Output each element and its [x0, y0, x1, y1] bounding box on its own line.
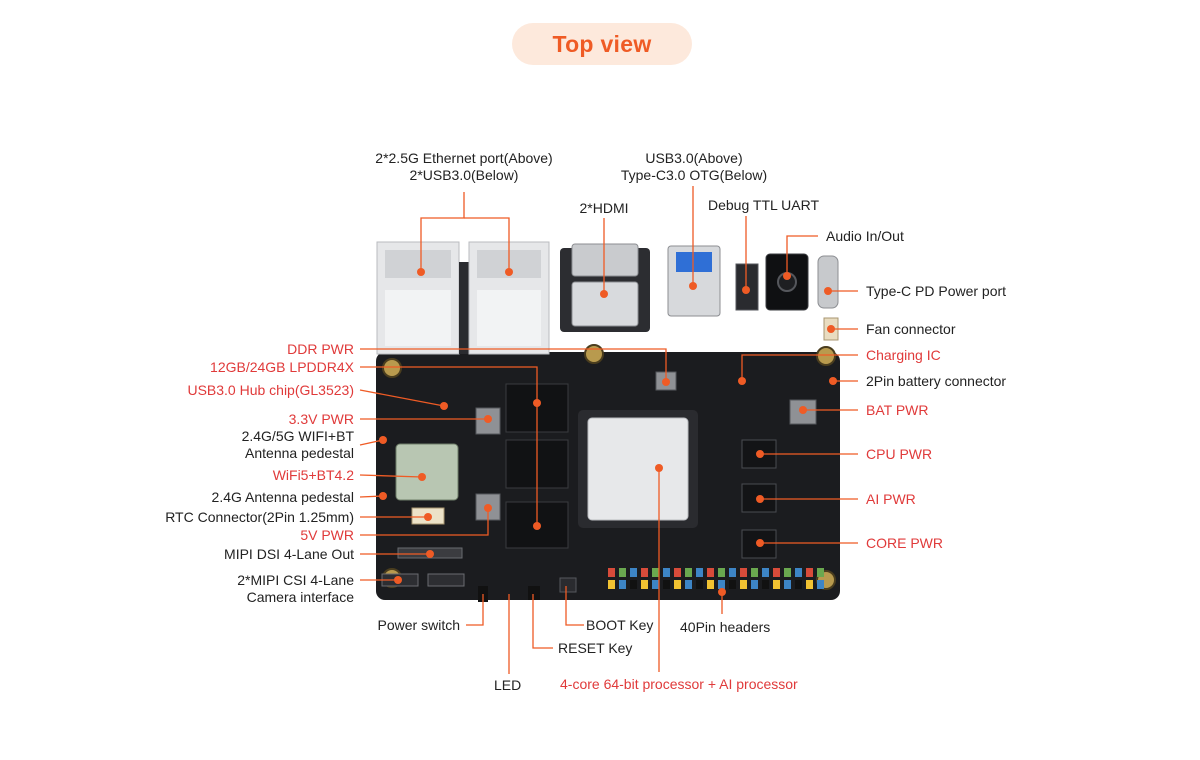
label-fan: Fan connector: [866, 321, 956, 337]
label-debug-uart: Debug TTL UART: [708, 197, 820, 213]
gpio-pin: [773, 568, 780, 577]
label-audio: Audio In/Out: [826, 228, 904, 244]
label-charging-ic: Charging IC: [866, 347, 941, 363]
label-gpio-header: 40Pin headers: [680, 619, 771, 635]
gpio-pin: [806, 568, 813, 577]
gpio-pin: [641, 568, 648, 577]
gpio-pin: [652, 580, 659, 589]
label-bat-pwr: BAT PWR: [866, 402, 929, 418]
gpio-pin: [729, 580, 736, 589]
gpio-pin: [707, 568, 714, 577]
label-3v3-pwr: 3.3V PWR: [288, 411, 354, 427]
gpio-pin: [663, 580, 670, 589]
ethernet-usb-stack-1: [376, 241, 460, 355]
view-title: Top view: [512, 23, 692, 65]
wifi-module: [395, 443, 459, 501]
gpio-pin: [795, 580, 802, 589]
gpio-pin: [696, 568, 703, 577]
gpio-pin: [685, 568, 692, 577]
reset-key-body: [528, 586, 540, 600]
gpio-pin: [630, 580, 637, 589]
gpio-pin: [762, 568, 769, 577]
gpio-pin: [608, 580, 615, 589]
gpio-pin: [652, 568, 659, 577]
label-ddr-pwr: DDR PWR: [287, 341, 354, 357]
typec-pd-port: [817, 255, 839, 309]
gpio-pin: [795, 568, 802, 577]
label-processor: 4-core 64-bit processor + AI processor: [560, 676, 798, 692]
gpio-pin: [773, 580, 780, 589]
gpio-pin: [784, 568, 791, 577]
gpio-pin: [674, 580, 681, 589]
label-usb-typec: USB3.0(Above)Type-C3.0 OTG(Below): [620, 150, 768, 183]
label-battery: 2Pin battery connector: [866, 373, 1007, 389]
gpio-pin: [784, 580, 791, 589]
label-ai-pwr: AI PWR: [866, 491, 916, 507]
gpio-pin: [751, 568, 758, 577]
leader-dots: [379, 268, 837, 596]
label-ethernet: 2*2.5G Ethernet port(Above)2*USB3.0(Belo…: [375, 150, 553, 183]
ethernet-divider: [459, 262, 469, 354]
label-antenna-24g: 2.4G Antenna pedestal: [211, 489, 354, 505]
label-cpu-pwr: CPU PWR: [866, 446, 933, 462]
gpio-pin: [619, 580, 626, 589]
label-core-pwr: CORE PWR: [866, 535, 943, 551]
label-lpddr: 12GB/24GB LPDDR4X: [210, 359, 354, 375]
gpio-pin: [685, 580, 692, 589]
gpio-pin: [751, 580, 758, 589]
gpio-pin: [641, 580, 648, 589]
label-5v-pwr: 5V PWR: [300, 527, 354, 543]
label-reset-key: RESET Key: [558, 640, 633, 656]
gpio-pin: [740, 580, 747, 589]
gpio-pin: [740, 568, 747, 577]
gpio-pin: [817, 580, 824, 589]
gpio-pin: [696, 580, 703, 589]
leader-lines: [359, 186, 858, 674]
gpio-pin: [674, 568, 681, 577]
gpio-pin: [718, 580, 725, 589]
gpio-pin: [630, 568, 637, 577]
label-led: LED: [494, 677, 522, 693]
mipi-csi-connector-2: [427, 573, 465, 587]
gpio-header-pins: [608, 568, 824, 589]
gpio-pin: [608, 568, 615, 577]
gpio-pin: [707, 580, 714, 589]
gpio-pin: [762, 580, 769, 589]
hdmi-port-1: [571, 243, 639, 277]
gpio-pin: [718, 568, 725, 577]
soc-lid: [587, 417, 689, 521]
label-typec-pd: Type-C PD Power port: [866, 283, 1007, 299]
label-boot-key: BOOT Key: [586, 617, 654, 633]
gpio-pin: [729, 568, 736, 577]
label-usb-hub: USB3.0 Hub chip(GL3523): [187, 382, 354, 398]
hdmi-port-2: [571, 281, 639, 327]
boot-key-body: [559, 577, 577, 593]
label-hdmi: 2*HDMI: [579, 200, 629, 216]
label-mipi-dsi: MIPI DSI 4-Lane Out: [224, 546, 354, 562]
gpio-pin: [806, 580, 813, 589]
label-wifi: WiFi5+BT4.2: [272, 467, 354, 483]
usb3-tongue: [676, 252, 712, 272]
label-rtc: RTC Connector(2Pin 1.25mm): [165, 509, 354, 525]
gpio-pin: [619, 568, 626, 577]
gpio-pin: [663, 568, 670, 577]
gpio-pin: [817, 568, 824, 577]
label-power-switch: Power switch: [377, 617, 460, 633]
